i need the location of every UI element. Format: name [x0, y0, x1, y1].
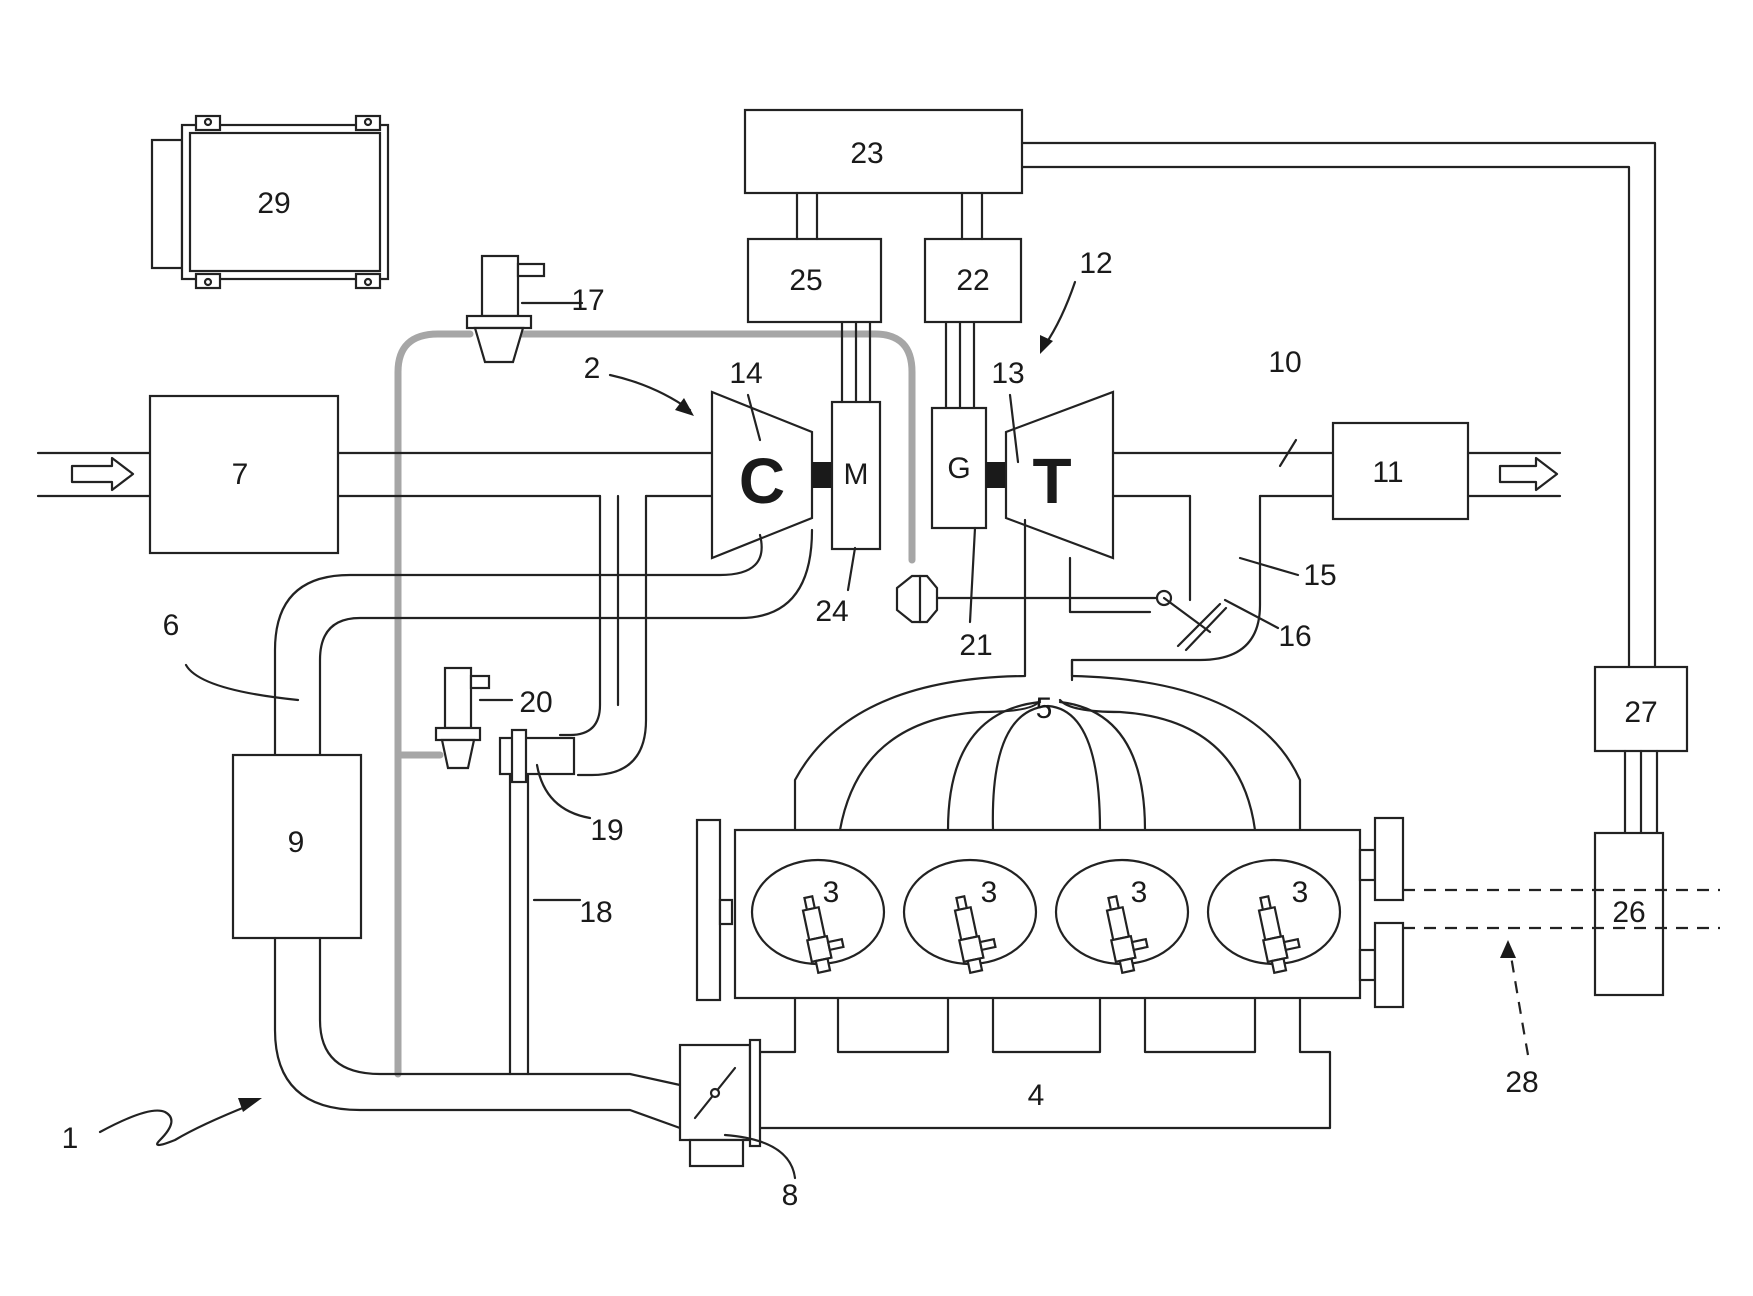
- label-3c: 3: [1131, 876, 1148, 909]
- label-16: 16: [1278, 620, 1311, 653]
- turbine-shaft: [986, 462, 1006, 488]
- motor-symbol: M: [844, 458, 869, 491]
- electric-motor-box: [830, 400, 882, 551]
- turbine-symbol: T: [1032, 445, 1071, 517]
- label-15: 15: [1303, 559, 1336, 592]
- generator-box: [930, 406, 988, 530]
- injector-icon: [953, 895, 997, 975]
- label-25: 25: [789, 264, 822, 297]
- label-14: 14: [729, 357, 762, 390]
- arrow-12-icon: [1040, 280, 1077, 354]
- label-5: 5: [1036, 692, 1053, 725]
- label-24: 24: [815, 595, 848, 628]
- label-12: 12: [1079, 247, 1112, 280]
- converter-22-box: [923, 237, 1023, 324]
- inlet-arrow-icon: [70, 456, 135, 492]
- throttle-valve-icon: [678, 1038, 762, 1168]
- label-27: 27: [1624, 696, 1657, 729]
- label-10: 10: [1268, 346, 1301, 379]
- sensor-20-icon: [434, 666, 491, 770]
- pulley-front-top: [1358, 848, 1377, 882]
- sensor-17-icon: [465, 254, 546, 364]
- pressure-signal-line: [394, 330, 916, 1078]
- label-18: 18: [579, 896, 612, 929]
- label-20: 20: [519, 686, 552, 719]
- label-7: 7: [232, 458, 249, 491]
- label-17: 17: [571, 284, 604, 317]
- label-13: 13: [991, 357, 1024, 390]
- injector-icon: [1257, 895, 1301, 975]
- air-filter-box: [148, 394, 340, 555]
- label-29: 29: [257, 187, 290, 220]
- arrow-1-icon: [98, 1098, 262, 1147]
- arrow-28-icon: [1500, 940, 1530, 1056]
- pulley-lower: [1373, 921, 1405, 1009]
- label-4: 4: [1028, 1079, 1045, 1112]
- flywheel-stub: [718, 898, 734, 926]
- label-3a: 3: [823, 876, 840, 909]
- label-21: 21: [959, 629, 992, 662]
- actuator-icon: [895, 574, 939, 624]
- compressor-symbol: C: [739, 445, 785, 517]
- storage-box: [743, 108, 1024, 195]
- compressor: [710, 390, 814, 560]
- flywheel-plate: [695, 818, 722, 1002]
- label-3b: 3: [981, 876, 998, 909]
- pulley-upper: [1373, 816, 1405, 902]
- outlet-arrow-icon: [1498, 456, 1559, 492]
- converter-25-box: [746, 237, 883, 324]
- label-1: 1: [62, 1122, 79, 1155]
- label-9: 9: [288, 826, 305, 859]
- label-19: 19: [590, 814, 623, 847]
- label-8: 8: [782, 1179, 799, 1212]
- label-23: 23: [850, 137, 883, 170]
- label-6: 6: [163, 609, 180, 642]
- recirculation-valve-icon: [498, 728, 576, 784]
- wastegate-valve-icon: [1162, 596, 1228, 652]
- label-28: 28: [1505, 1066, 1538, 1099]
- label-26: 26: [1612, 896, 1645, 929]
- generator-symbol: G: [947, 452, 970, 485]
- label-22: 22: [956, 264, 989, 297]
- leader-lines: [184, 301, 1300, 1180]
- label-2: 2: [584, 352, 601, 385]
- label-3d: 3: [1292, 876, 1309, 909]
- injector-icon: [1105, 895, 1149, 975]
- arrow-2-icon: [608, 373, 694, 416]
- turbine: [1004, 390, 1115, 560]
- control-unit-icon: [150, 114, 390, 290]
- pulley-front-bottom: [1358, 948, 1377, 982]
- exhaust-treatment-box: [1331, 421, 1470, 521]
- intercooler-box: [231, 753, 363, 940]
- compressor-shaft: [812, 462, 834, 488]
- injector-icon: [801, 895, 845, 975]
- label-11: 11: [1372, 456, 1403, 489]
- electric-machine-box: [1593, 831, 1665, 997]
